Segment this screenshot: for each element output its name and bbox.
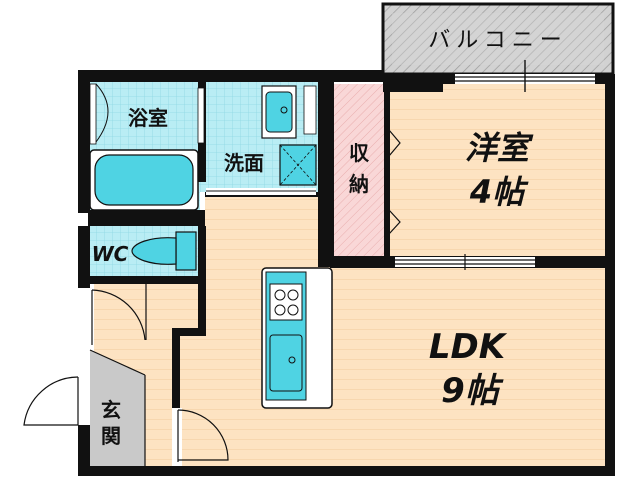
toilet-icon [131, 231, 197, 271]
western-room-label: 洋室 [465, 129, 534, 167]
storage-doors[interactable] [388, 129, 401, 235]
stove-icon [269, 283, 303, 321]
balcony-window [455, 60, 595, 92]
western-room-floor [388, 84, 606, 260]
washroom-label: 洗面 [224, 151, 264, 175]
entrance-floor [90, 350, 145, 467]
western-room-sliding-door[interactable] [395, 254, 535, 270]
kitchen-sink-icon [269, 334, 303, 392]
storage-label-1: 収 [349, 141, 370, 165]
bathroom-label: 浴室 [128, 106, 168, 130]
washing-machine-icon [279, 144, 317, 186]
entrance-door[interactable] [23, 375, 90, 426]
ldk-door[interactable] [172, 408, 229, 466]
bath-window [197, 87, 205, 144]
storage-label-2: 納 [349, 172, 369, 196]
balcony-label: バルコニー [428, 28, 568, 53]
washroom-shelf [303, 85, 317, 135]
bath-door[interactable] [95, 83, 109, 143]
balcony [381, 2, 615, 76]
entrance-label-1: 玄 [101, 398, 121, 422]
entrance-label-2: 関 [101, 424, 121, 448]
toilet-label: WC [92, 242, 129, 266]
toilet-door[interactable] [91, 284, 147, 345]
sink-icon [261, 85, 297, 139]
ldk-label: LDK [429, 327, 508, 367]
bath-partition [89, 83, 97, 145]
washroom-door[interactable] [206, 188, 316, 195]
ldk-size: 9帖 [441, 371, 504, 411]
entrance-step [89, 349, 146, 376]
bathtub-icon [89, 149, 199, 211]
western-room-size: 4帖 [469, 173, 529, 211]
storage-floor [334, 84, 384, 260]
